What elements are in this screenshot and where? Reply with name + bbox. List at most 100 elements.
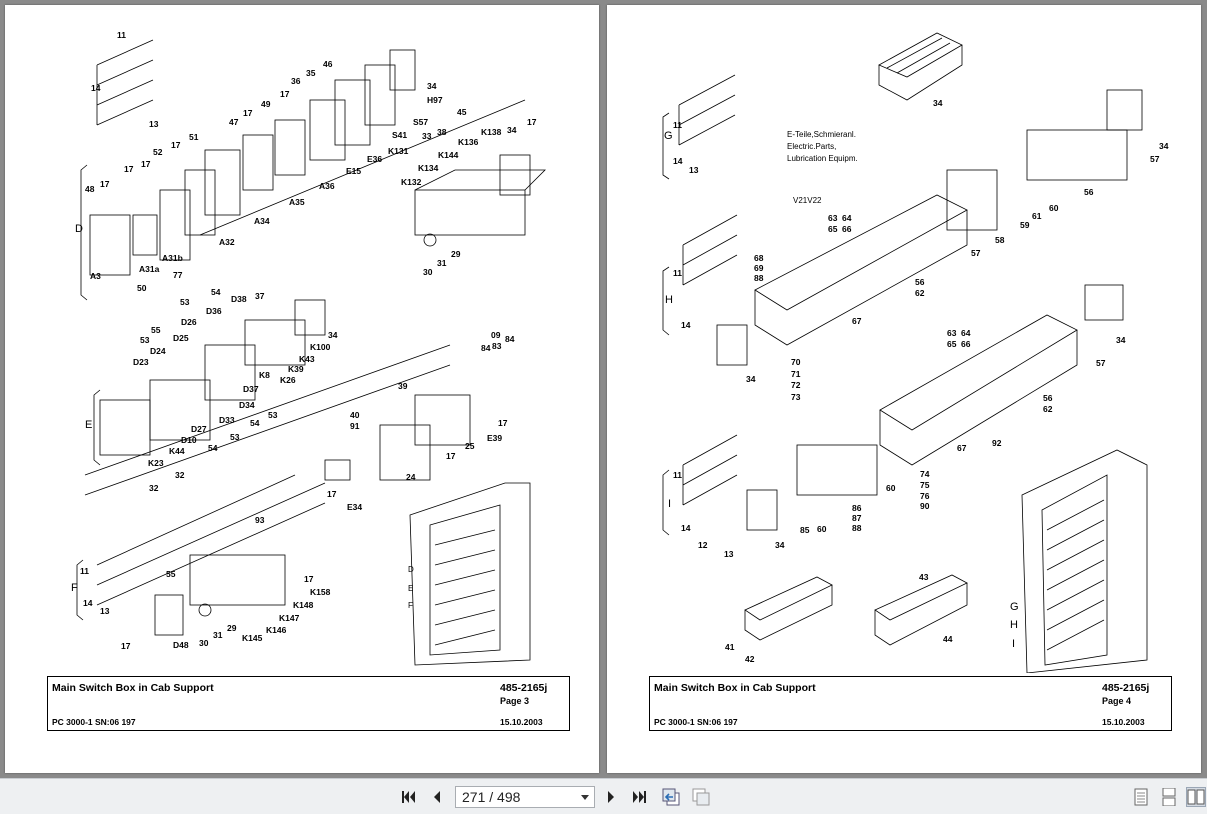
callout: D27	[191, 424, 207, 434]
callout: K145	[242, 633, 263, 643]
callout: 60	[1049, 203, 1059, 213]
relay-bank-k	[414, 154, 546, 247]
first-page-button[interactable]	[398, 786, 420, 808]
callout: D10	[181, 435, 197, 445]
callout: D24	[150, 346, 166, 356]
callout: 93	[255, 515, 265, 525]
callout: 11	[673, 470, 682, 480]
callout: S57	[413, 117, 428, 127]
cabinet-label: H	[1010, 619, 1018, 631]
callout: 43	[919, 572, 929, 582]
callout: 53	[180, 297, 190, 307]
callout: 57	[1096, 358, 1106, 368]
document-page-4: E-Teile,Schmieranl. Electric.Parts, Lubr…	[607, 5, 1201, 773]
callout: 17	[280, 89, 290, 99]
continuous-view-button[interactable]	[1159, 787, 1179, 807]
title-block: Main Switch Box in Cab Support 485-2165j…	[47, 676, 570, 731]
callout: 67	[852, 316, 862, 326]
go-forward-icon	[692, 788, 710, 806]
callout: K158	[310, 587, 331, 597]
callout: 61	[1032, 211, 1042, 221]
callout: 54	[250, 418, 260, 428]
callout: 11	[80, 566, 89, 576]
rail-f	[96, 474, 326, 636]
parts-drawing-page-3: 11 14 13 48 17 17 17 52 17 51 47 17 49 1…	[71, 30, 546, 666]
callout: K147	[279, 613, 300, 623]
cabinet-label: F	[408, 601, 413, 610]
document-page-3: 11 14 13 48 17 17 17 52 17 51 47 17 49 1…	[5, 5, 599, 773]
single-page-view-button[interactable]	[1131, 787, 1151, 807]
callout: 14	[681, 320, 691, 330]
callout: 65	[828, 224, 838, 234]
callout: 55	[166, 569, 176, 579]
callout: 17	[446, 451, 456, 461]
callout: 59	[1020, 220, 1030, 230]
callout: 42	[745, 654, 755, 664]
callout: 86	[852, 503, 862, 513]
page-label: Page 3	[500, 696, 530, 706]
last-page-button[interactable]	[628, 786, 650, 808]
callout: 31	[437, 258, 447, 268]
page-number-select[interactable]: 271 / 498	[455, 786, 595, 808]
callout: 49	[261, 99, 271, 109]
zone-label: E	[85, 419, 92, 431]
callout: 58	[995, 235, 1005, 245]
callout: E15	[346, 166, 361, 176]
callout: 38	[437, 127, 447, 137]
callout: 62	[915, 288, 925, 298]
callout: S41	[392, 130, 407, 140]
page-label: Page 4	[1102, 696, 1132, 706]
callout: 17	[327, 489, 337, 499]
callout: 13	[100, 606, 110, 616]
callout: 54	[208, 443, 218, 453]
bracket-e	[93, 389, 101, 466]
callout: 56	[915, 277, 925, 287]
model-info: PC 3000-1 SN:06 197	[654, 717, 738, 727]
callout: 31	[213, 630, 223, 640]
cabinet-label: E	[408, 584, 413, 593]
callout: 91	[350, 421, 360, 431]
callout: E39	[487, 433, 502, 443]
callout: 17	[243, 108, 253, 118]
rail-d	[96, 39, 526, 236]
callout: 44	[943, 634, 953, 644]
callout: 63	[947, 328, 957, 338]
callout: 34	[507, 125, 517, 135]
callout: 17	[121, 641, 131, 651]
callout: 65	[947, 339, 957, 349]
callout: 36	[291, 76, 301, 86]
callout: 48	[85, 184, 95, 194]
callout: 90	[920, 501, 930, 511]
next-page-button[interactable]	[600, 786, 622, 808]
callout: 34	[1159, 141, 1169, 151]
callout: 09	[491, 330, 501, 340]
zone-label: G	[664, 130, 673, 142]
cabinet-label: I	[1012, 638, 1015, 650]
callout: 63	[828, 213, 838, 223]
document-title: Main Switch Box in Cab Support	[52, 682, 214, 694]
callout: 51	[189, 132, 199, 142]
last-page-icon	[633, 791, 646, 803]
callout: K134	[418, 163, 439, 173]
callout: 50	[137, 283, 147, 293]
callout: 25	[465, 441, 475, 451]
go-forward-button[interactable]	[690, 786, 712, 808]
callout: 60	[817, 524, 827, 534]
facing-pages-view-icon	[1187, 789, 1205, 805]
callout: 66	[842, 224, 852, 234]
callout: 75	[920, 480, 930, 490]
callout: K39	[288, 364, 304, 374]
callout: 17	[304, 574, 314, 584]
callout: 60	[886, 483, 896, 493]
callout: 13	[724, 549, 734, 559]
callout: K146	[266, 625, 287, 635]
title-block: Main Switch Box in Cab Support 485-2165j…	[649, 676, 1172, 731]
previous-page-button[interactable]	[426, 786, 448, 808]
module-stack-e	[84, 299, 451, 496]
callout: 55	[151, 325, 161, 335]
facing-pages-view-button[interactable]	[1186, 787, 1206, 807]
go-back-button[interactable]	[660, 786, 682, 808]
callout: 53	[140, 335, 150, 345]
callout: K26	[280, 375, 296, 385]
callout: K148	[293, 600, 314, 610]
